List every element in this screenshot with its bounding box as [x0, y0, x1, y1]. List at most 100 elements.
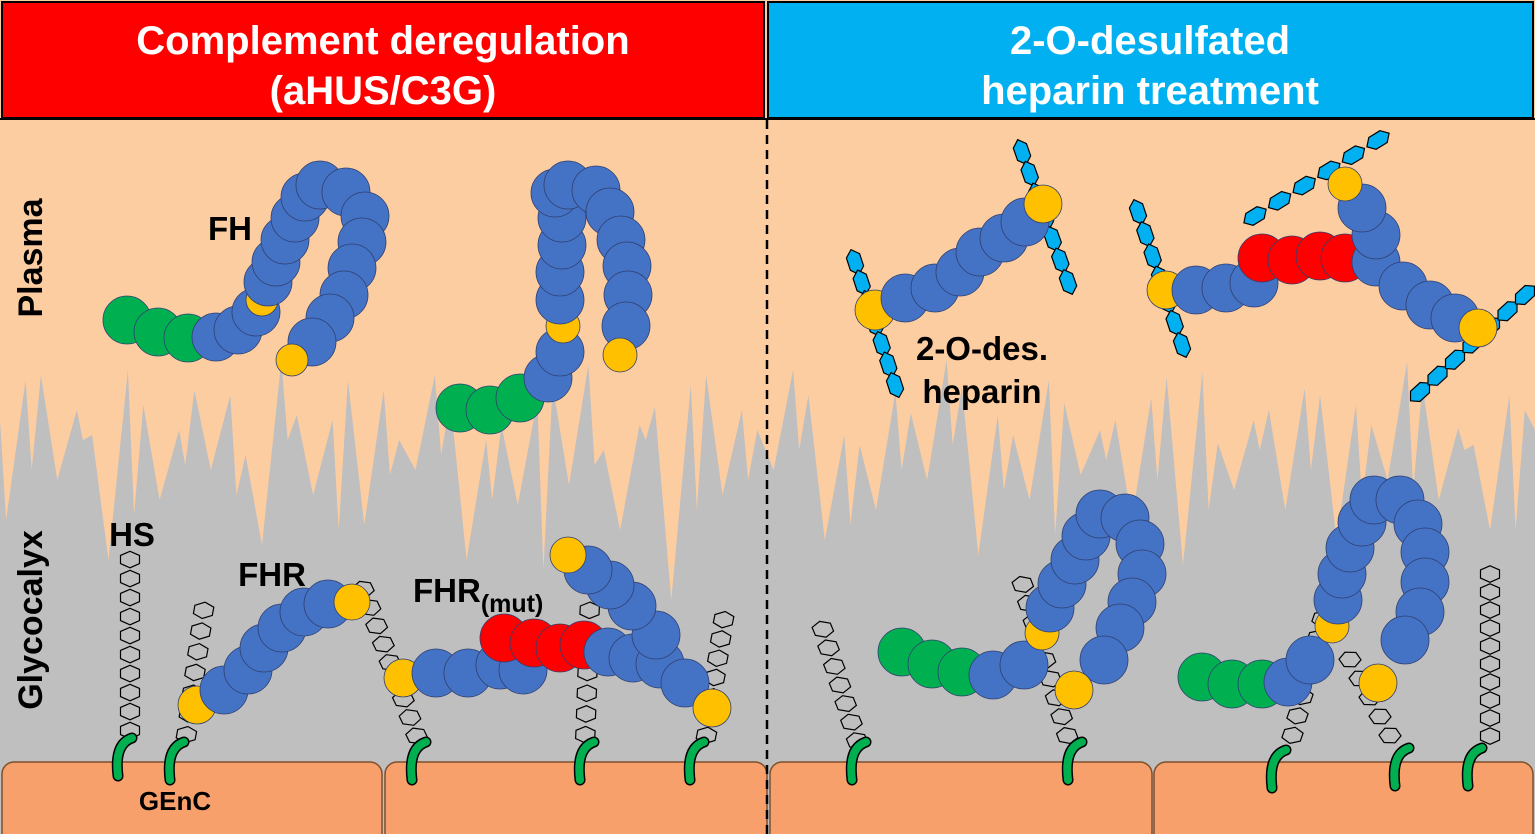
hs-sugar-unit: [119, 645, 141, 664]
fh-plasma-1: [102, 160, 390, 377]
cell-label: GEnC: [139, 786, 211, 816]
fh-heparin-bound-2-domain: [1327, 166, 1363, 202]
fhr-label: FHR: [238, 556, 306, 593]
fhr-mut-main: FHR: [413, 572, 481, 609]
fh-glycocalyx-1-domain: [1054, 670, 1094, 710]
hs-sugar-unit: [1338, 651, 1362, 668]
hs-sugar-unit: [189, 622, 212, 640]
hs-sugar-unit: [184, 663, 206, 682]
hs-sugar-unit: [709, 630, 732, 648]
fhr-mut-label: FHR(mut): [413, 572, 543, 618]
heparin-unit: [1128, 198, 1148, 226]
hs-sugar-unit: [1281, 726, 1304, 744]
fhr-bound-domain: [333, 583, 371, 621]
heparin-chain-4: [1243, 130, 1390, 226]
hs-sugar-unit: [119, 607, 141, 626]
heparin-unit: [885, 371, 905, 399]
heparin-unit: [1050, 247, 1070, 274]
fh-glycocalyx-1-domain: [999, 640, 1049, 690]
hs-sugar-unit: [1368, 708, 1392, 725]
cell-layer: [1, 761, 1534, 834]
hs-sugar-unit: [1479, 709, 1501, 727]
hs-sugar-unit: [119, 626, 141, 645]
hs-sugar-unit: [371, 635, 395, 653]
heparin-unit: [1366, 130, 1390, 150]
heparin-unit: [1243, 206, 1267, 226]
hs-sugar-unit: [365, 617, 389, 635]
hs-sugar-unit: [1479, 655, 1501, 673]
fhr-mut-bound-domain: [549, 536, 587, 574]
hs-sugar-unit: [839, 713, 863, 731]
hs-sugar-unit: [817, 639, 841, 657]
hs-sugar-unit: [1378, 727, 1402, 744]
hs-sugar-unit: [1479, 583, 1501, 601]
hs-sugar-unit: [1479, 601, 1501, 619]
hs-sugar-unit: [828, 676, 852, 694]
heparin-unit: [1427, 365, 1448, 386]
proteoglycan-anchor-7: [1063, 738, 1086, 784]
proteoglycan-anchor-3: [407, 738, 430, 784]
heparin-unit: [872, 330, 891, 358]
heparin-unit: [845, 248, 865, 276]
heparin-label-line2: heparin: [922, 373, 1041, 410]
heparin-unit: [1165, 309, 1184, 336]
fhr-mut-bound-domain: [692, 688, 732, 728]
heparin-unit: [1341, 145, 1366, 166]
hs-sugar-unit: [192, 601, 215, 620]
plasma-label: Plasma: [12, 197, 50, 317]
hs-sugar-unit: [398, 709, 422, 726]
fh-glycocalyx-2-domain: [1380, 615, 1430, 665]
fh-heparin-bound-2: [1146, 166, 1498, 348]
hs-sugar-unit: [811, 620, 835, 638]
heparin-unit: [1012, 138, 1032, 166]
fhr-bound: [177, 579, 371, 725]
heparin-unit: [1058, 268, 1078, 296]
heparin-label-line1: 2-O-des.: [916, 330, 1048, 367]
proteoglycan-anchor-10: [1463, 744, 1486, 790]
heparin-unit: [1409, 381, 1431, 403]
hs-chain-10: [1479, 565, 1501, 745]
hs-sugar-unit: [1479, 727, 1501, 745]
proteoglycan-anchor-8: [1267, 746, 1290, 792]
heparin-unit: [1172, 331, 1192, 359]
fhr-mut-bound-domain: [660, 658, 710, 708]
proteoglycan-anchor-9: [1390, 744, 1413, 790]
hs-sugar-unit: [1479, 565, 1501, 583]
proteoglycan-anchor-5: [685, 738, 708, 784]
heparin-unit: [852, 269, 871, 296]
glycocalyx-layer: [0, 360, 1535, 834]
endothelial-cell-1: [1, 761, 383, 834]
endothelial-cell-3: [769, 761, 1153, 834]
heparin-unit: [1267, 190, 1292, 211]
fh-heparin-bound-1-domain: [1023, 184, 1063, 224]
fh-glycocalyx-2-domain: [1358, 663, 1398, 703]
hs-chain-1: [119, 550, 141, 740]
hs-sugar-unit: [119, 664, 141, 683]
proteoglycan-anchor-2: [165, 738, 188, 784]
hs-sugar-unit: [1479, 619, 1501, 637]
fh-glycocalyx-2: [1177, 475, 1450, 709]
hs-sugar-unit: [119, 550, 141, 569]
proteoglycan-anchor-4: [575, 738, 598, 784]
complement-proteins: [102, 160, 1498, 728]
fh-glycocalyx-2-domain: [1285, 635, 1335, 685]
left-panel-header: [1, 1, 765, 119]
glycocalyx-label: Glycocalyx: [12, 530, 50, 710]
hs-sugar-unit: [575, 705, 597, 723]
hs-sugar-unit: [1286, 707, 1309, 725]
hs-label: HS: [109, 516, 155, 553]
hs-sugar-unit: [119, 588, 141, 607]
hs-sugar-unit: [822, 657, 846, 675]
hs-sugar-unit: [1050, 708, 1074, 726]
hs-sugar-unit: [834, 695, 858, 713]
hs-sugar-unit: [712, 610, 735, 629]
hs-sugar-unit: [1479, 691, 1501, 709]
right-panel-header: [767, 1, 1534, 119]
hs-sugar-unit: [119, 569, 141, 588]
right-title-line1: 2-O-desulfated: [1010, 19, 1290, 63]
fh-glycocalyx-1-domain: [1079, 635, 1129, 685]
fhr-mut-bound: [383, 536, 732, 728]
hs-sugar-unit: [1479, 637, 1501, 655]
heparin-unit: [1292, 175, 1317, 196]
